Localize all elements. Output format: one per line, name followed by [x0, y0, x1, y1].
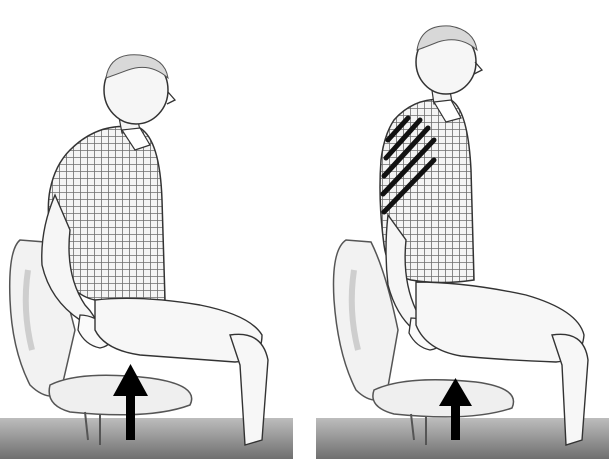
left-illustration-panel: [0, 0, 293, 459]
right-illustration-panel: [316, 0, 609, 459]
chair-seat: [373, 380, 514, 417]
right-seated-man-sketch: [316, 0, 609, 459]
left-seated-man-sketch: [0, 0, 293, 459]
